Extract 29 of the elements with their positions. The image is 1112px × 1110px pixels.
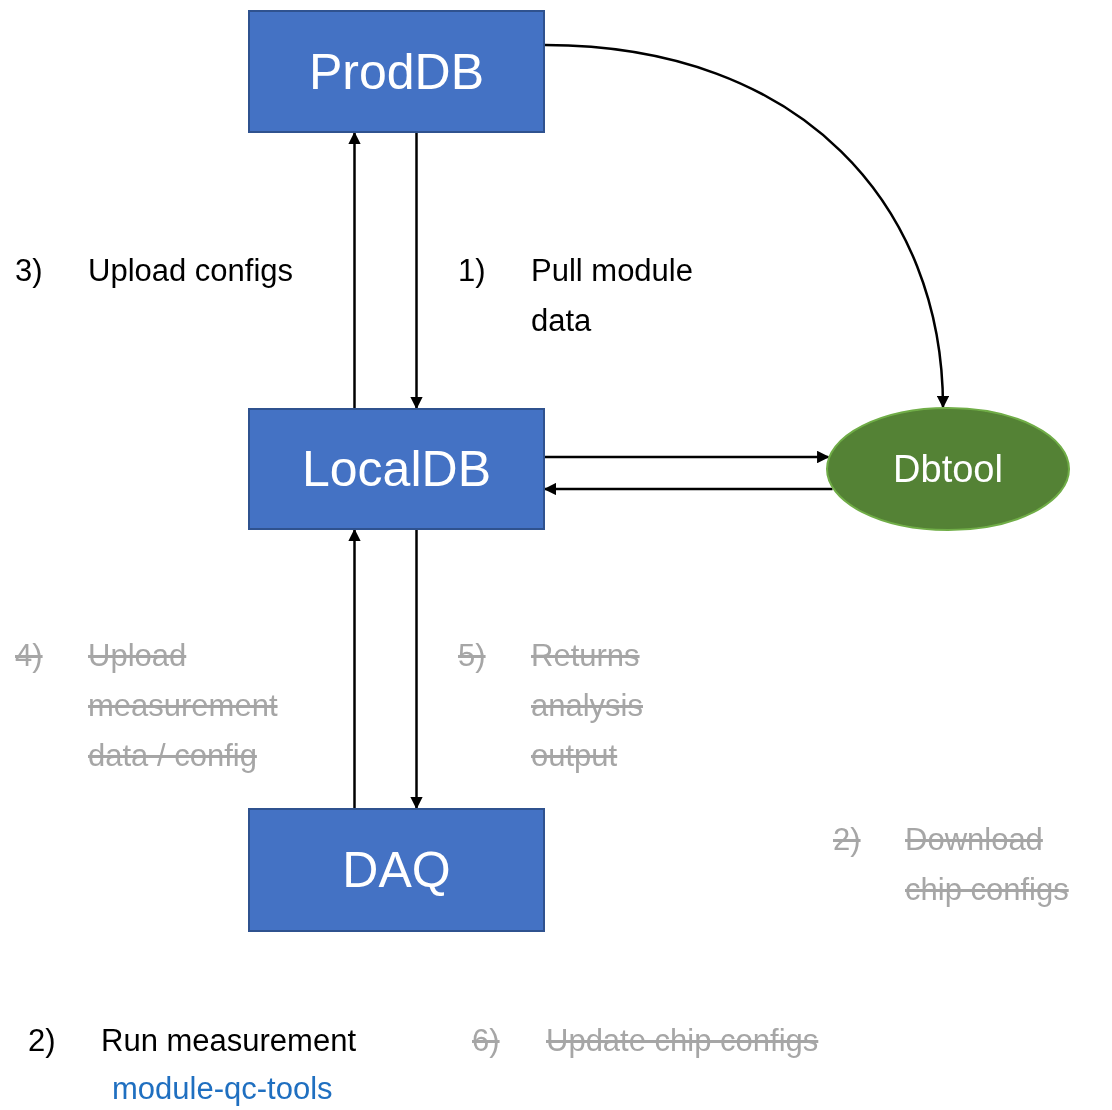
process-box: [248, 408, 545, 530]
step-label: Returns analysis output: [531, 637, 644, 775]
arrow: [544, 43, 949, 409]
arrow: [410, 530, 423, 810]
step-label: 6): [472, 1022, 500, 1060]
node-label: Dbtool: [893, 447, 1003, 491]
step-label: 2): [28, 1022, 56, 1060]
step-label: 4): [15, 637, 43, 675]
arrow: [348, 528, 361, 808]
step-label: Upload configs: [88, 252, 295, 290]
ellipse-node: [826, 407, 1070, 531]
step-label: 3): [15, 252, 43, 290]
step-label: 5): [458, 637, 486, 675]
step-label: 2): [833, 821, 861, 859]
step-label: Download chip configs: [905, 821, 1070, 909]
step-label: Pull module data: [531, 252, 694, 340]
step-label: Upload measurement data / config: [88, 637, 279, 775]
arrow: [545, 450, 830, 464]
arrow: [410, 133, 423, 410]
arrow: [348, 131, 361, 408]
step-label: Run measurement: [101, 1022, 356, 1060]
process-box: [248, 808, 545, 932]
node-label: ProdDB: [308, 42, 485, 101]
tool-name: module-qc-tools: [112, 1070, 333, 1108]
node-label: LocalDB: [302, 440, 491, 498]
process-box: [248, 10, 545, 133]
step-label: 1): [458, 252, 486, 290]
node-label: DAQ: [342, 841, 451, 899]
step-label: Update chip configs: [546, 1022, 819, 1060]
